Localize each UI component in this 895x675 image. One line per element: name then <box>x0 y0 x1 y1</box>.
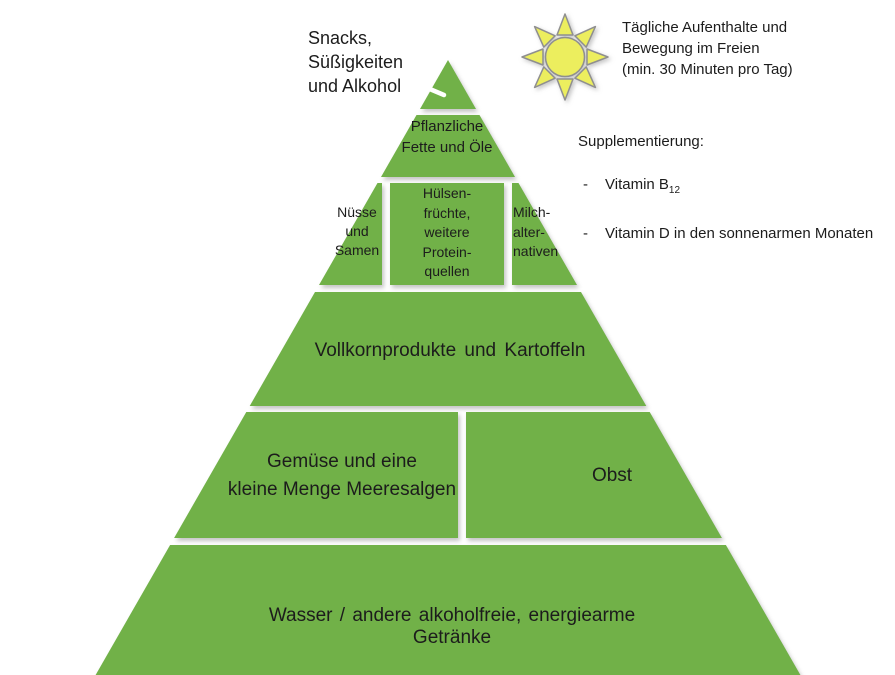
milk-alternatives-label: Milch- alter- nativen <box>513 204 559 259</box>
supplement-item-text: Vitamin D in den sonnenarmen Monaten <box>605 225 874 242</box>
pyramid-cell-fruit <box>466 412 722 538</box>
snacks-callout-line <box>422 84 447 98</box>
fruit-label: Obst <box>591 465 633 486</box>
supplementation-block: Supplementierung: - Vitamin B12 - Vitami… <box>578 114 873 264</box>
sun-ray <box>574 25 597 48</box>
pyramid-cell-legumes-protein <box>390 183 504 285</box>
water-drinks-label: Wasser / andere alkoholfreie, energiearm… <box>268 605 636 648</box>
sun-ray <box>533 25 556 48</box>
pyramid-cell-milk-alternatives <box>512 183 577 285</box>
supplementation-title: Supplementierung: <box>578 133 704 150</box>
supplement-item-vitamin-d: - Vitamin D in den sonnenarmen Monaten <box>578 221 873 247</box>
bullet-dash: - <box>583 225 588 242</box>
outdoor-activity-label: Tägliche Aufenthalte und Bewegung im Fre… <box>622 19 793 78</box>
pyramid-cell-vegetables-algae <box>174 412 458 538</box>
pyramid-level-snacks-tip <box>420 60 476 109</box>
sun-ray <box>586 48 609 66</box>
sun-ray <box>521 48 544 66</box>
pyramid-level-fats-oils <box>381 115 515 177</box>
sun-core <box>544 36 586 78</box>
supplement-item-text: Vitamin B12 <box>605 176 681 196</box>
vegetables-algae-label: Gemüse und eine kleine Menge Meeresalgen <box>227 451 457 500</box>
pyramid-level-water-drinks <box>95 545 801 675</box>
pyramid-cell-nuts-seeds <box>319 183 382 285</box>
sun-icon <box>521 13 609 101</box>
sun-ray <box>556 13 574 36</box>
bullet-dash: - <box>583 176 588 193</box>
pyramid-level-grains-potatoes <box>249 292 647 406</box>
snacks-label: Snacks, Süßigkeiten und Alkohol <box>308 28 404 96</box>
grains-potatoes-label: Vollkornprodukte und Kartoffeln <box>314 340 586 361</box>
subscript: 12 <box>668 185 681 196</box>
sun-ray <box>574 66 597 89</box>
sun-ray <box>556 78 574 101</box>
nuts-seeds-label: Nüsse und Samen <box>334 204 380 258</box>
sun-ray <box>533 66 556 89</box>
pyramid <box>95 60 801 675</box>
supplement-item-b12: - Vitamin B12 <box>578 172 873 204</box>
plant-fats-oils-label: Pflanzliche Fette und Öle <box>401 118 493 156</box>
legumes-protein-label: Hülsen- früchte, weitere Protein- quelle… <box>422 185 472 279</box>
